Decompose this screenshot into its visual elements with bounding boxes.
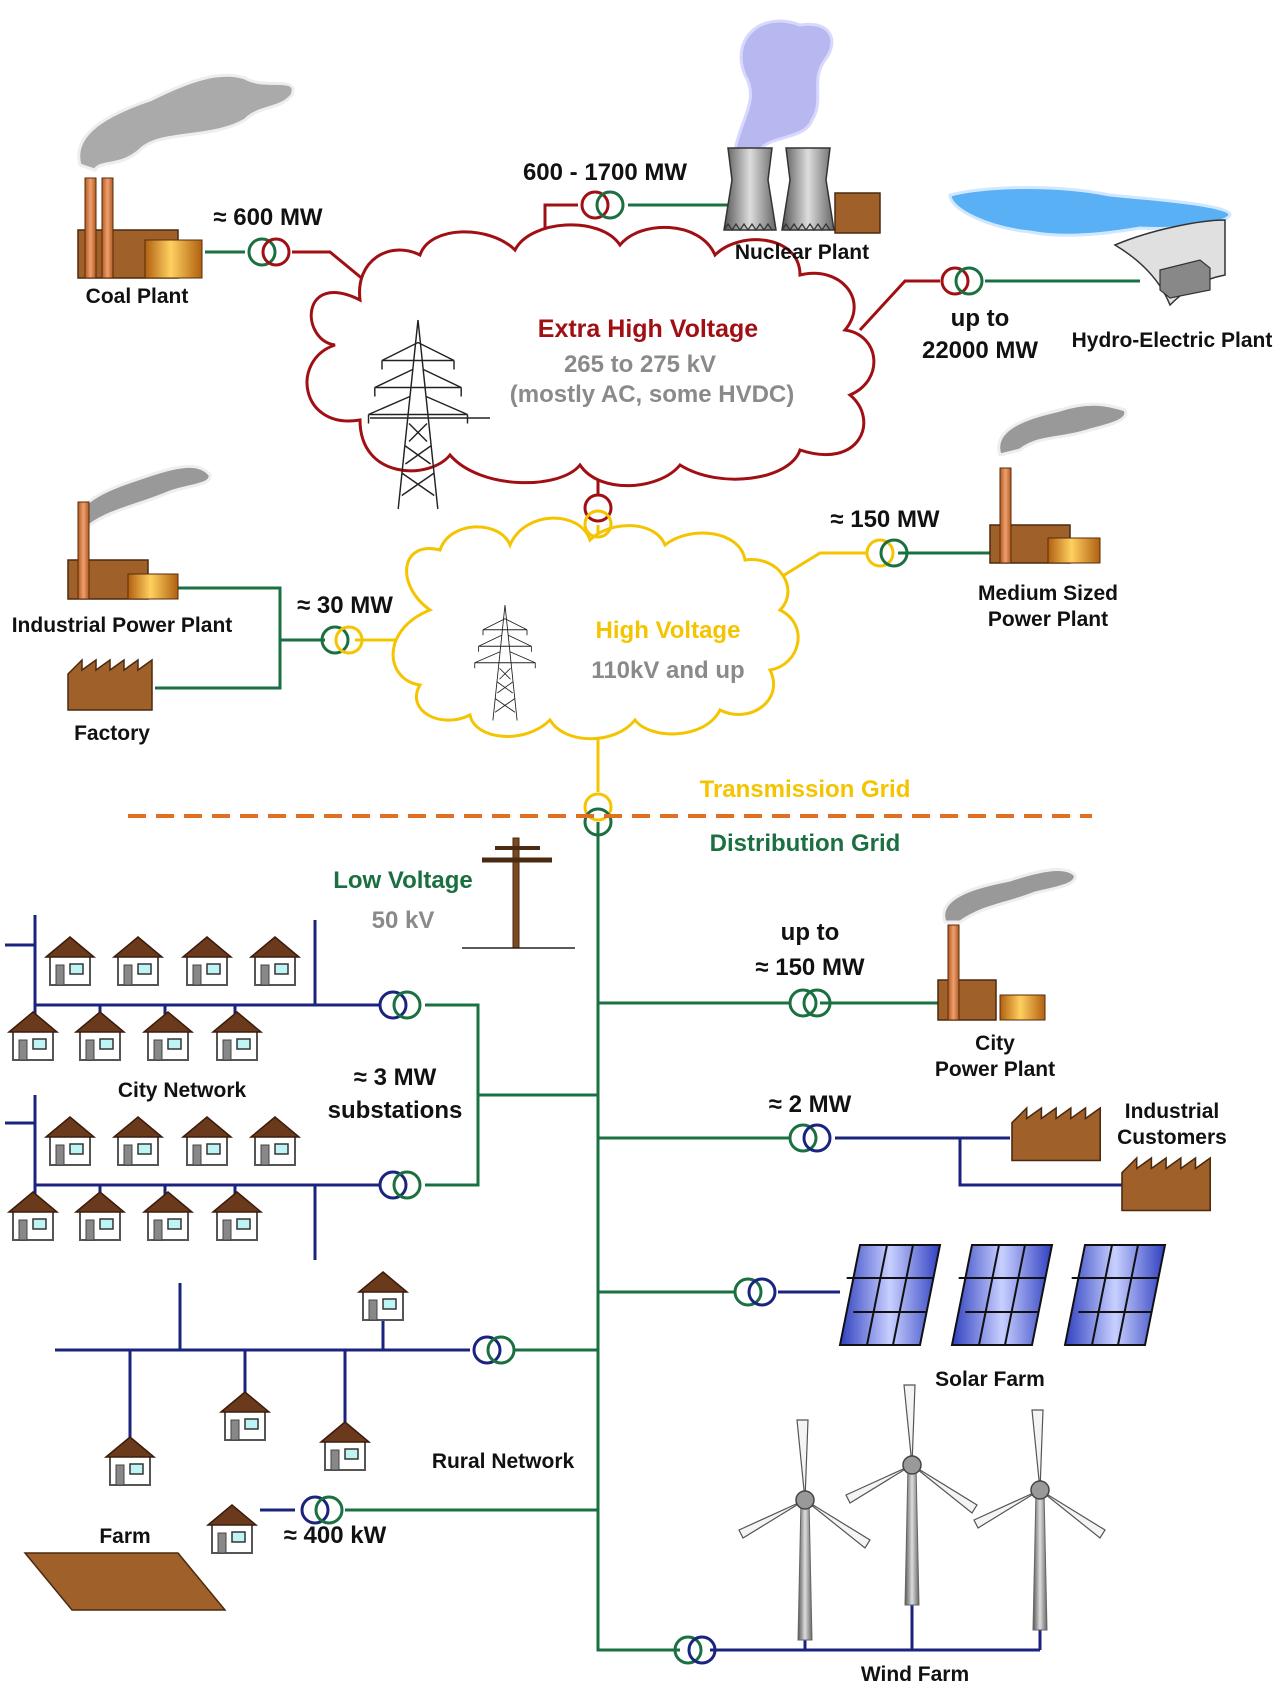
industrial-plant-power: ≈ 30 MW (297, 592, 393, 619)
ehv-title: Extra High Voltage (538, 315, 759, 343)
lv-wires (155, 203, 1140, 1652)
farm-label: Farm (99, 1525, 150, 1548)
low-voltage-title: Low Voltage (333, 867, 473, 894)
hv-title: High Voltage (596, 617, 741, 644)
transformer-hydro-icon (940, 266, 984, 296)
hydro-power-1: up to (951, 305, 1010, 332)
wind-turbine-3-icon (973, 1409, 1106, 1631)
hydro-power-2: 22000 MW (922, 337, 1038, 364)
nuclear-plant-label: Nuclear Plant (735, 241, 869, 264)
industrial-plant-icon (67, 464, 212, 600)
city-network-label: City Network (118, 1079, 247, 1102)
transmission-grid-label: Transmission Grid (700, 776, 911, 803)
substations-label: substations (328, 1097, 463, 1124)
transformers (247, 190, 984, 1665)
medium-plant-icon (989, 402, 1128, 564)
industrial-customer-factory-2-icon (1121, 1157, 1211, 1212)
city-plant-icon (937, 868, 1077, 1021)
transformer-industrial-customers-icon (788, 1123, 832, 1153)
low-voltage-range: 50 kV (372, 907, 435, 934)
factory-icon (67, 659, 153, 711)
transformer-solar-icon (733, 1277, 777, 1307)
solar-panel-3-icon (1064, 1244, 1166, 1346)
city-plant-power-1: up to (781, 919, 840, 946)
ehv-note: (mostly AC, some HVDC) (510, 381, 794, 408)
coal-plant-label: Coal Plant (86, 285, 189, 308)
industrial-customers-label-1: Industrial (1125, 1100, 1220, 1123)
factory-label: Factory (74, 722, 150, 745)
utility-pole-icon (462, 837, 575, 949)
hydro-plant-icon (948, 186, 1232, 307)
solar-farm-label: Solar Farm (935, 1368, 1045, 1391)
city-plant-power-2: ≈ 150 MW (755, 954, 865, 981)
industrial-customers-label-2: Customers (1117, 1126, 1227, 1149)
solar-panel-1-icon (839, 1244, 941, 1346)
wind-turbine-1-icon (738, 1419, 871, 1641)
farm-power: ≈ 400 kW (284, 1522, 387, 1549)
wind-farm-label: Wind Farm (861, 1663, 969, 1683)
medium-plant-power: ≈ 150 MW (830, 506, 940, 533)
transformer-city-plant-icon (788, 988, 832, 1018)
rural-network-label: Rural Network (432, 1450, 575, 1473)
hv-range: 110kV and up (591, 657, 744, 684)
distribution-grid-label: Distribution Grid (710, 830, 901, 857)
ehv-cloud (305, 223, 876, 488)
industrial-plant-label: Industrial Power Plant (12, 614, 233, 637)
city-plant-label-2: Power Plant (935, 1058, 1055, 1081)
transformer-wind-icon (673, 1635, 717, 1665)
transformer-industrial-icon (320, 625, 364, 655)
transformer-nuclear-icon (580, 190, 625, 220)
transformer-city-1-icon (378, 990, 422, 1020)
coal-plant-icon (77, 73, 295, 279)
coal-plant-power: ≈ 600 MW (213, 204, 323, 231)
wind-turbine-2-icon (845, 1384, 978, 1606)
nuclear-plant-icon (723, 19, 881, 234)
medium-plant-label-2: Power Plant (988, 608, 1108, 631)
ehv-range: 265 to 275 kV (564, 351, 716, 378)
transformer-medium-icon (865, 538, 909, 568)
solar-panel-2-icon (951, 1244, 1053, 1346)
farm-field-icon (23, 1552, 227, 1611)
medium-plant-label-1: Medium Sized (978, 582, 1118, 605)
transformer-city-2-icon (378, 1170, 422, 1200)
industrial-customers-power: ≈ 2 MW (769, 1091, 852, 1118)
nuclear-plant-power: 600 - 1700 MW (523, 159, 687, 186)
city-plant-label-1: City (975, 1032, 1015, 1055)
hv-cloud (391, 516, 800, 741)
transformer-coal-icon (247, 237, 291, 267)
hydro-plant-label: Hydro-Electric Plant (1072, 329, 1273, 352)
transformer-rural-icon (472, 1335, 516, 1365)
transformer-ehv-hv-icon (583, 493, 613, 539)
substations-power: ≈ 3 MW (354, 1064, 437, 1091)
transformer-farm-icon (300, 1495, 344, 1525)
transformer-hv-lv-icon (583, 792, 613, 837)
industrial-customer-factory-1-icon (1011, 1107, 1101, 1162)
